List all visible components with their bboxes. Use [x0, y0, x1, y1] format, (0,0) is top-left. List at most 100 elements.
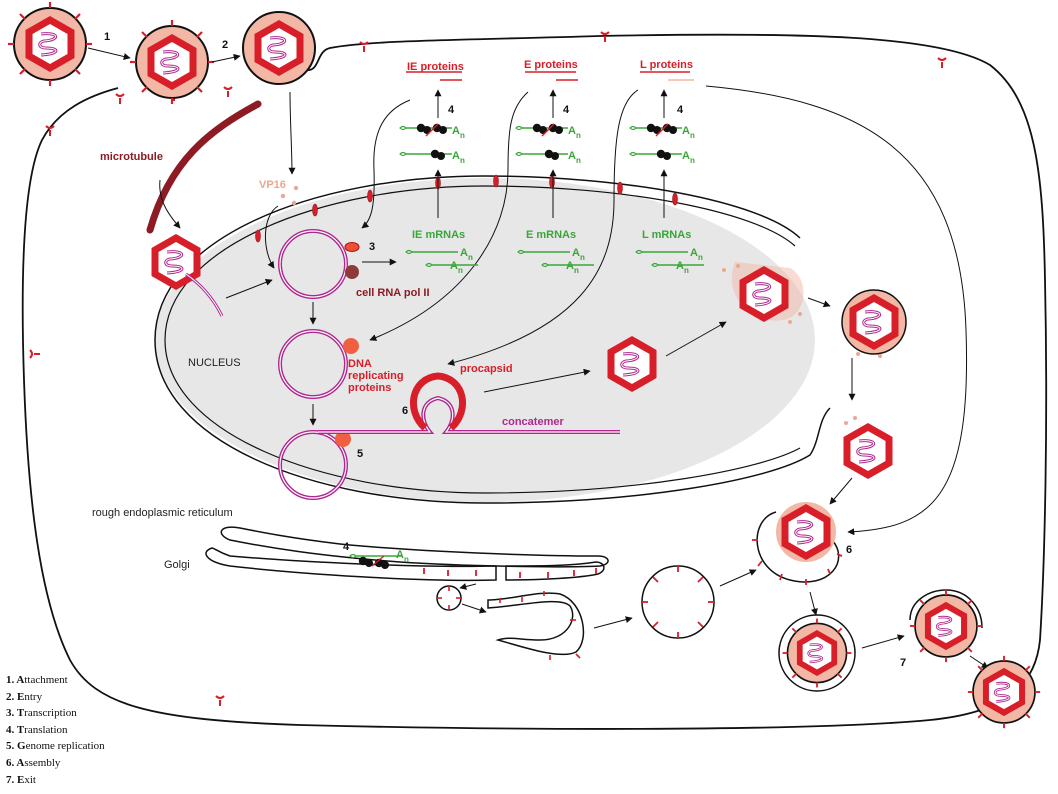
step-6-assembly-label: 6 [846, 544, 852, 556]
vp16-particles [280, 185, 299, 206]
virion-attached-1 [8, 2, 92, 86]
concatemer-label: concatemer [502, 416, 564, 428]
arrow-l-proteins-to-assembly [705, 85, 968, 536]
polya-nuc-l-1: An [690, 247, 703, 262]
polysomes-l [629, 123, 683, 160]
microtubule-label: microtubule [100, 151, 163, 163]
nucleus-fill [155, 178, 815, 502]
vp16-label: VP16 [259, 179, 286, 191]
legend-number: 3. [6, 707, 17, 720]
circular-genome-1 [278, 229, 348, 299]
legend-number: 1. [6, 674, 17, 686]
golgi-body [487, 592, 585, 656]
budding-virion-nuclear [731, 262, 804, 321]
er-polysome [349, 553, 403, 569]
legend-item: 7. Exit [6, 772, 176, 789]
legend-number: 5. [6, 740, 17, 753]
e-mrnas-label: E mRNAs [526, 229, 576, 241]
rough-er-label: rough endoplasmic reticulum [92, 507, 233, 519]
e-proteins-label: E proteins [524, 59, 578, 71]
rna-pol-ii [345, 265, 359, 279]
l-proteins-label: L proteins [640, 59, 693, 71]
legend-initial: T [16, 707, 25, 720]
er-golgi-cisterna [205, 547, 497, 582]
arrow-step2 [211, 53, 241, 63]
rough-er [220, 526, 609, 568]
nucleus-label: NUCLEUS [188, 357, 241, 369]
legend-initial: T [16, 723, 25, 736]
legend-text: ntry [24, 690, 43, 703]
polya-l-2: An [682, 150, 695, 165]
arrow-exit [861, 634, 905, 649]
arrow-step1 [87, 47, 131, 60]
arrow-vesicle-to-wrap [719, 569, 757, 587]
legend-text: enome replication [25, 740, 105, 753]
polya-l-1: An [682, 125, 695, 140]
legend-text: ttachment [24, 674, 68, 686]
legend-number: 2. [6, 690, 17, 703]
polya-nuc-e-2: An [566, 260, 579, 275]
procapsid-label: procapsid [460, 363, 513, 375]
golgi-glycoproteins [499, 591, 581, 660]
dna-replicating-label-1: DNA [348, 358, 372, 370]
legend-item: 6. Assembly [6, 755, 176, 772]
arrow-e-proteins-back [369, 91, 529, 341]
legend-item: 2. Entry [6, 689, 176, 706]
polya-nuc-ie-2: An [450, 260, 463, 275]
arrow-genome-circularize [225, 279, 273, 299]
polya-e-1: An [568, 125, 581, 140]
polya-nuc-e-1: An [572, 247, 585, 262]
legend-text: ssembly [24, 756, 61, 769]
step-2-label: 2 [222, 39, 228, 51]
legend-item: 3. Transcription [6, 705, 176, 722]
polya-ie-1: An [452, 125, 465, 140]
arrow-procapsid-to-capsid [483, 368, 591, 393]
golgi-cisterna [505, 561, 605, 581]
legend-item: 4. Translation [6, 722, 176, 739]
microtubule [146, 100, 262, 234]
circular-genome-2 [278, 329, 348, 399]
vp16-complex [344, 242, 360, 252]
arrow-primary-envelopment [807, 297, 831, 308]
legend-text: ranslation [24, 723, 68, 736]
dna-replicating-label-2: replicating [348, 370, 404, 382]
dna-replicating-protein-blob [343, 338, 359, 354]
nuclear-envelope-outer [154, 175, 831, 504]
polysomes-ie [399, 123, 453, 160]
trans-golgi-wrap [756, 511, 840, 583]
arrow-l-proteins-back [447, 89, 639, 366]
nuclear-capsid [611, 340, 653, 388]
polysomes-e [515, 123, 569, 160]
polya-nuc-l-2: An [676, 260, 689, 275]
step-6-nucleus-label: 6 [402, 405, 408, 417]
arrow-to-golgi-envelopment [829, 477, 853, 505]
virion-entering [242, 11, 316, 85]
cytoplasmic-capsid [847, 427, 889, 475]
step-4-ie-label: 4 [448, 104, 455, 116]
nuclear-envelope-inner [164, 185, 801, 494]
legend-initial: E [17, 773, 25, 786]
wrap-glycoproteins [752, 539, 843, 585]
step-3-label: 3 [369, 241, 375, 253]
ie-proteins-label: IE proteins [407, 61, 464, 73]
legend-initial: G [17, 740, 26, 753]
golgi-vesicle [641, 565, 715, 639]
legend-text: xit [24, 773, 36, 786]
wrapping-virion [776, 502, 836, 562]
ie-mrnas-label: IE mRNAs [412, 229, 465, 241]
legend-number: 4. [6, 723, 17, 736]
replication-protein-blob [335, 431, 351, 447]
arrow-vp16-into-nucleus [264, 205, 279, 269]
legend-item: 5. Genome replication [6, 738, 176, 755]
polya-er: An [396, 549, 409, 564]
protein-bars [406, 71, 694, 81]
secretory-vesicle-virion [778, 614, 856, 692]
virion-attached-2 [130, 20, 214, 104]
arrow-golgi-to-vesicle [593, 616, 633, 629]
polya-nuc-ie-1: An [460, 247, 473, 262]
er-glycoproteins [423, 568, 597, 578]
step-4-er-label: 4 [343, 541, 350, 553]
step-5-label: 5 [357, 448, 363, 460]
